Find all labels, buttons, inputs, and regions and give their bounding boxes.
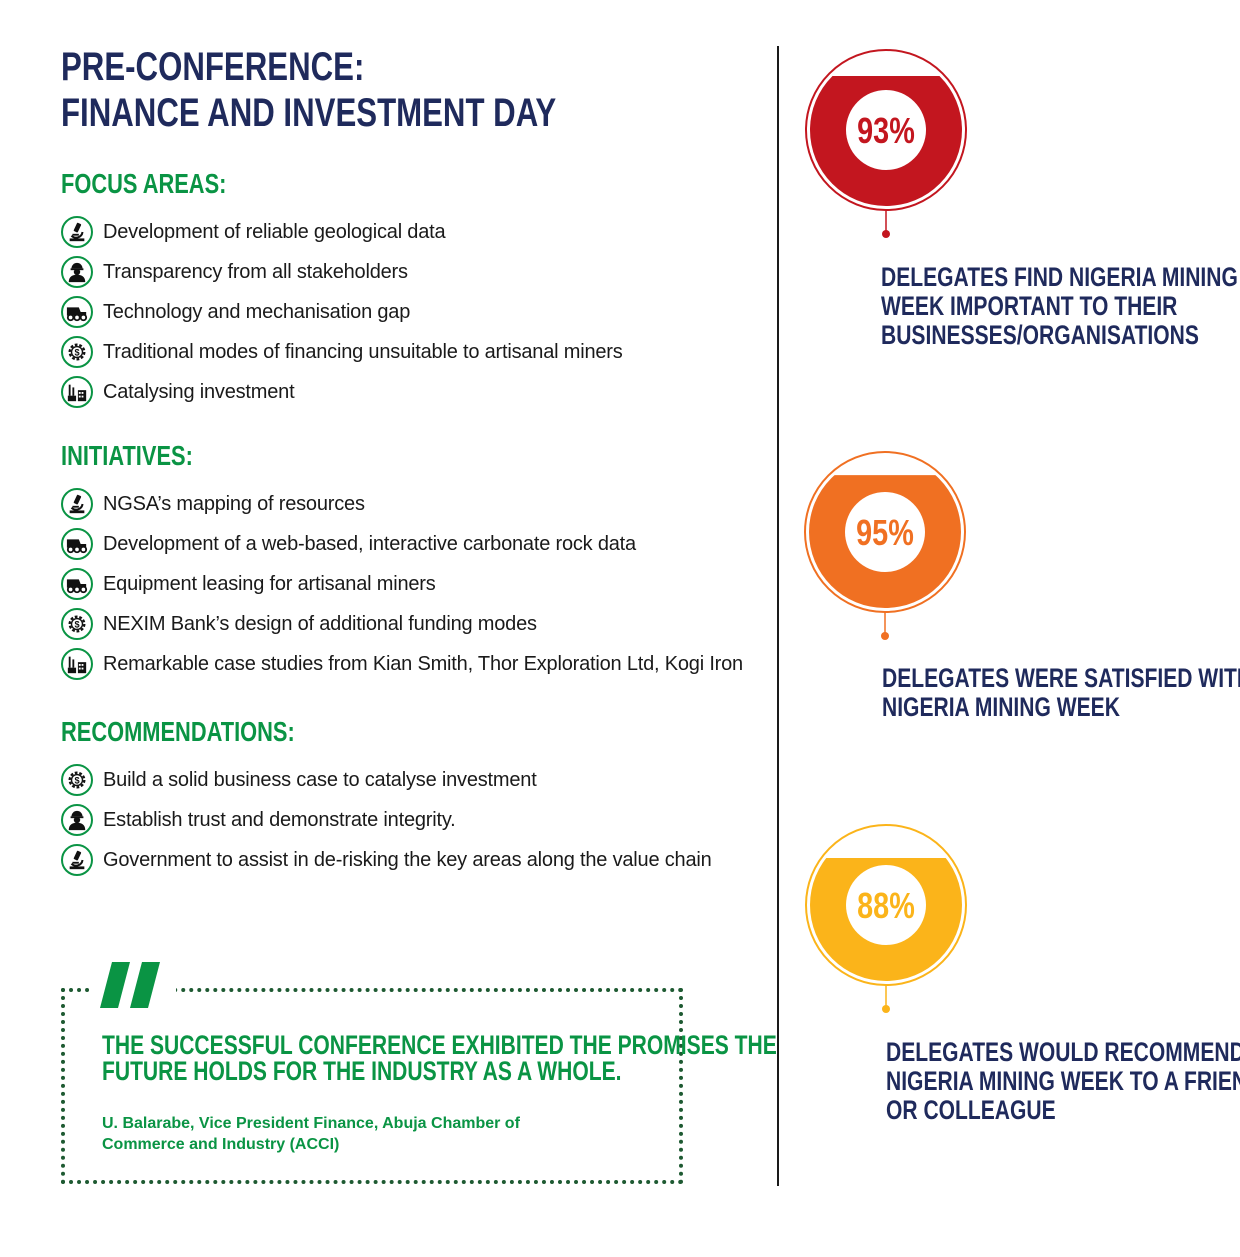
list-item: Technology and mechanisation gap — [61, 292, 623, 332]
list-item: Development of reliable geological data — [61, 212, 623, 252]
mining-truck-icon — [61, 528, 93, 560]
list-item: $ Traditional modes of financing unsuitab… — [61, 332, 623, 372]
list-item-text: NEXIM Bank’s design of additional fundin… — [103, 612, 537, 635]
gauge-inner — [846, 865, 926, 945]
list-item-text: Government to assist in de-risking the k… — [103, 848, 712, 871]
quote-author-line-2: Commerce and Industry (ACCI) — [102, 1136, 340, 1153]
quote-line-2: FUTURE HOLDS FOR THE INDUSTRY AS A WHOLE… — [102, 1056, 622, 1086]
list-item: Establish trust and demonstrate integrit… — [61, 800, 712, 840]
gauge-value: 93% — [857, 110, 915, 151]
section-recommendations: RECOMMENDATIONS: $ Build a solid business … — [61, 716, 712, 880]
section-focus-areas: FOCUS AREAS: Development of reliable geol… — [61, 168, 623, 412]
gauge-95-percent: 95% — [804, 451, 966, 640]
list-item-text: Build a solid business case to catalyse … — [103, 768, 537, 791]
stat-description-line: DELEGATES WOULD RECOMMEND — [886, 1037, 1240, 1067]
gear-dollar-icon: $ — [61, 336, 93, 368]
list-item-text: Establish trust and demonstrate integrit… — [103, 808, 456, 831]
section-heading-text: FOCUS AREAS: — [61, 168, 227, 199]
list-item: Remarkable case studies from Kian Smith,… — [61, 644, 743, 684]
list-item: $ NEXIM Bank’s design of additional fundi… — [61, 604, 743, 644]
gauge-inner — [846, 90, 926, 170]
section-heading-text: INITIATIVES: — [61, 440, 193, 471]
factory-icon — [61, 648, 93, 680]
gauge-88-percent: 88% — [805, 824, 967, 1013]
list-item-text: Catalysing investment — [103, 380, 295, 403]
gear-dollar-icon: $ — [61, 764, 93, 796]
list-item: Development of a web-based, interactive … — [61, 524, 743, 564]
list-item: Transparency from all stakeholders — [61, 252, 623, 292]
section-heading-text: RECOMMENDATIONS: — [61, 716, 295, 747]
section-heading: RECOMMENDATIONS: — [61, 716, 712, 750]
gauge-93-percent: 93% — [805, 49, 967, 238]
gauge-value: 88% — [857, 885, 915, 926]
title-line-2: FINANCE AND INVESTMENT DAY — [61, 91, 557, 135]
stat-description-line: NIGERIA MINING WEEK — [882, 692, 1120, 722]
page-title: PRE-CONFERENCE: FINANCE AND INVESTMENT D… — [61, 44, 696, 136]
stat-description-line: OR COLLEAGUE — [886, 1095, 1056, 1125]
section-heading: FOCUS AREAS: — [61, 168, 623, 202]
quote-box — [61, 988, 683, 1184]
mining-truck-icon — [61, 568, 93, 600]
microscope-icon — [61, 844, 93, 876]
vertical-divider — [777, 46, 779, 1186]
list-item-text: Development of a web-based, interactive … — [103, 532, 636, 555]
list-item: Government to assist in de-risking the k… — [61, 840, 712, 880]
title-line-1: PRE-CONFERENCE: — [61, 45, 365, 89]
stat-description-line: BUSINESSES/ORGANISATIONS — [881, 320, 1199, 350]
list-item: Catalysing investment — [61, 372, 623, 412]
factory-icon — [61, 376, 93, 408]
list-item-text: Traditional modes of financing unsuitabl… — [103, 340, 623, 363]
microscope-icon — [61, 488, 93, 520]
worker-icon — [61, 256, 93, 288]
quote-line-1: THE SUCCESSFUL CONFERENCE EXHIBITED THE … — [102, 1030, 777, 1060]
quote-author: U. Balarabe, Vice President Finance, Abu… — [102, 1113, 520, 1155]
gauge-dot — [881, 632, 889, 640]
quote-text: THE SUCCESSFUL CONFERENCE EXHIBITED THE … — [102, 1030, 967, 1086]
gear-dollar-icon: $ — [61, 608, 93, 640]
stat-description-line: DELEGATES FIND NIGERIA MINING — [881, 262, 1238, 292]
quote-mark-icon — [100, 962, 160, 1008]
gauge-dot — [882, 1005, 890, 1013]
list-item-text: Transparency from all stakeholders — [103, 260, 408, 283]
stat-description-line: NIGERIA MINING WEEK TO A FRIEND — [886, 1066, 1240, 1096]
mining-truck-icon — [61, 296, 93, 328]
worker-icon — [61, 804, 93, 836]
section-heading: INITIATIVES: — [61, 440, 743, 474]
svg-text:$: $ — [74, 348, 79, 358]
svg-text:$: $ — [74, 776, 79, 786]
list-item-text: Development of reliable geological data — [103, 220, 446, 243]
gauge-value: 95% — [856, 512, 914, 553]
list-item: $ Build a solid business case to catalyse… — [61, 760, 712, 800]
list-item-text: NGSA’s mapping of resources — [103, 492, 365, 515]
list-item-text: Technology and mechanisation gap — [103, 300, 411, 323]
gauge-inner — [845, 492, 925, 572]
stat-description-line: WEEK IMPORTANT TO THEIR — [881, 291, 1178, 321]
list-item: Equipment leasing for artisanal miners — [61, 564, 743, 604]
gauge-dot — [882, 230, 890, 238]
list-item-text: Remarkable case studies from Kian Smith,… — [103, 652, 743, 675]
quote-author-line-1: U. Balarabe, Vice President Finance, Abu… — [102, 1115, 520, 1132]
stat-description-line: DELEGATES WERE SATISFIED WITH — [882, 663, 1240, 693]
list-item: NGSA’s mapping of resources — [61, 484, 743, 524]
microscope-icon — [61, 216, 93, 248]
svg-text:$: $ — [74, 620, 79, 630]
list-item-text: Equipment leasing for artisanal miners — [103, 572, 436, 595]
